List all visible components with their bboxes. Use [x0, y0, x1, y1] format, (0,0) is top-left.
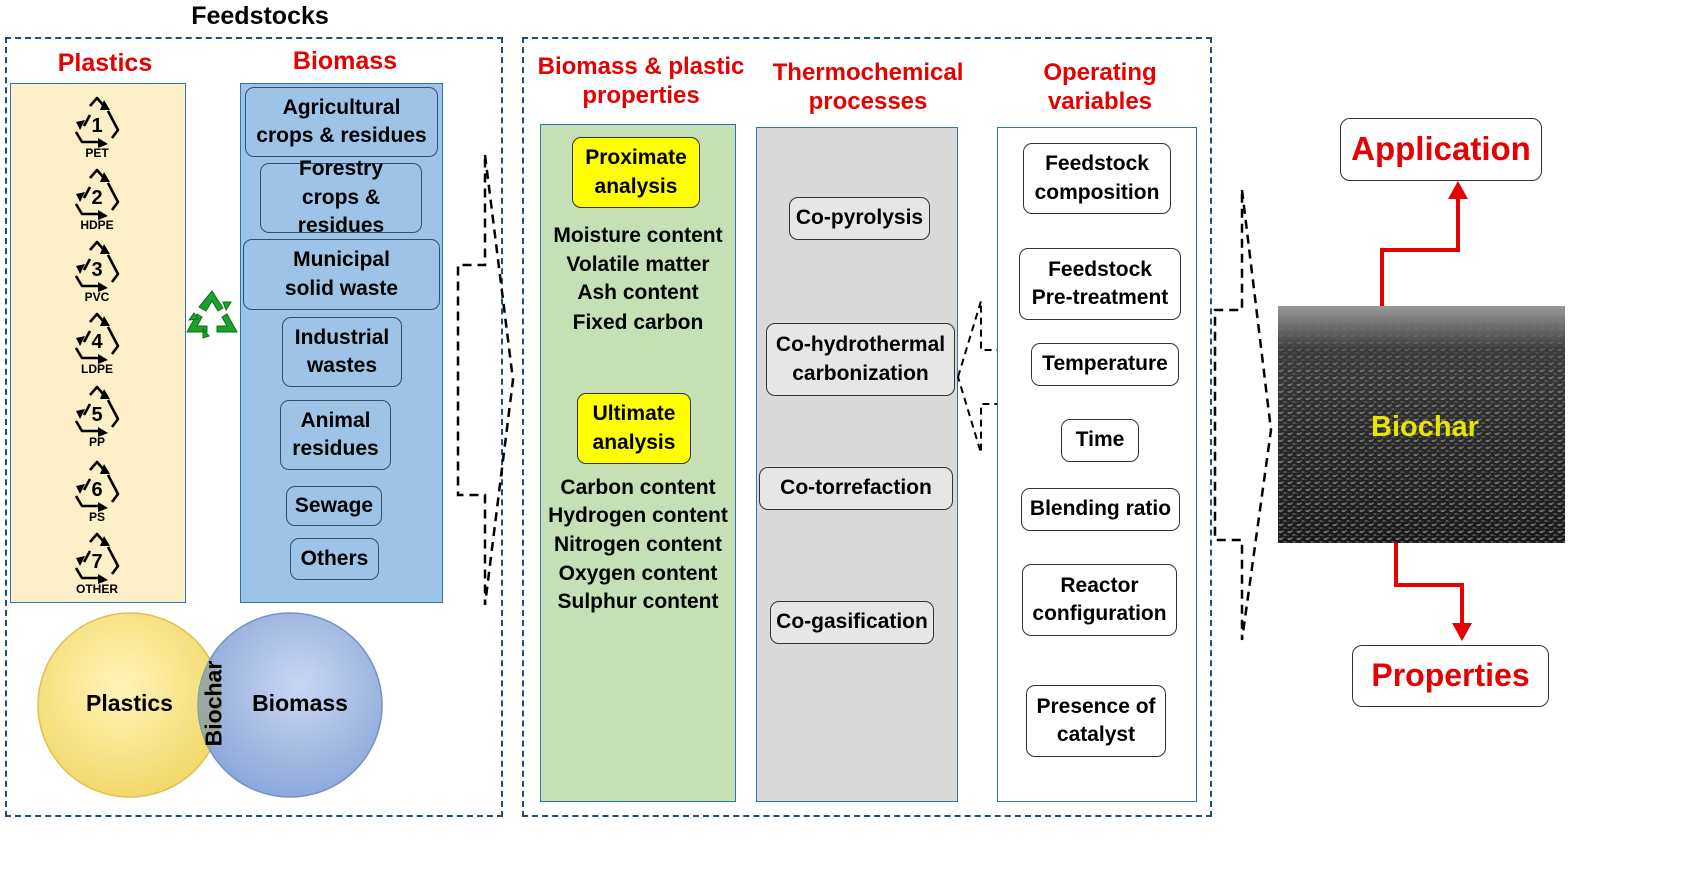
output-arrows [1380, 181, 1472, 641]
biomass-item-forestry: Forestry crops & residues [260, 157, 422, 237]
variables-header: Operating variables [1043, 59, 1157, 116]
proximate-item: Ash content [577, 281, 699, 304]
feedstocks-title: Feedstocks [191, 2, 329, 30]
variable-presence-of-catalyst: Presence of catalyst [1026, 685, 1166, 757]
plastic-code-label: PS [88, 510, 105, 524]
biomass-item-others: Others [290, 538, 379, 580]
venn-diagram [37, 612, 383, 798]
plastic-code-label: LDPE [80, 362, 113, 376]
biomass-item-municipal: Municipal solid waste [243, 239, 440, 310]
ultimate-items: Carbon content Hydrogen content Nitrogen… [540, 473, 736, 615]
plastic-code-label: PET [85, 146, 109, 160]
chevron-arrow-1-icon [456, 154, 515, 606]
properties-header: Biomass & plastic properties [537, 53, 745, 110]
recycle-triangle-icon: 2 [74, 168, 120, 220]
venn-plastics-label: Plastics [86, 690, 173, 716]
plastics-header: Plastics [57, 49, 153, 77]
variable-blending-ratio: Blending ratio [1021, 488, 1180, 531]
plastic-code-label: HDPE [80, 218, 114, 232]
plastic-code-label: PVC [84, 290, 110, 304]
recycle-number: 5 [91, 404, 102, 426]
proximate-item: Volatile matter [566, 253, 710, 276]
application-label: Application [1351, 130, 1531, 168]
chevron-arrow-left-icon [956, 300, 1003, 454]
variable-reactor-configuration: Reactor configuration [1022, 564, 1177, 636]
biomass-item-animal: Animal residues [280, 400, 391, 470]
biomass-item-sewage: Sewage [286, 486, 382, 526]
proximate-item: Fixed carbon [572, 311, 704, 334]
variable-feedstock-composition: Feedstock composition [1023, 143, 1171, 214]
biomass-item-agricultural: Agricultural crops & residues [245, 87, 438, 157]
biomass-item-industrial: Industrial wastes [282, 317, 402, 387]
ultimate-item: Carbon content [560, 476, 716, 499]
variable-time: Time [1061, 419, 1139, 462]
recycle-triangle-icon: 3 [74, 240, 120, 292]
proximate-analysis-box: Proximate analysis [572, 137, 700, 208]
biomass-header: Biomass [292, 47, 398, 75]
ultimate-item: Nitrogen content [554, 533, 722, 556]
ultimate-item: Sulphur content [557, 590, 719, 613]
process-co-torrefaction: Co-torrefaction [759, 467, 953, 510]
proximate-items: Moisture content Volatile matter Ash con… [540, 220, 736, 338]
biochar-image [1278, 306, 1565, 543]
recycle-triangle-icon: 4 [74, 312, 120, 364]
variable-temperature: Temperature [1031, 343, 1179, 386]
recycle-number: 1 [91, 115, 102, 137]
properties-label: Properties [1371, 657, 1530, 694]
ultimate-item: Hydrogen content [548, 504, 728, 527]
recycle-number: 7 [91, 551, 102, 573]
process-co-gasification: Co-gasification [770, 601, 934, 644]
processes-header: Thermochemical processes [772, 59, 964, 116]
variable-feedstock-pretreatment: Feedstock Pre-treatment [1019, 248, 1181, 320]
ultimate-analysis-box: Ultimate analysis [577, 393, 691, 464]
plastic-code-label: PP [88, 435, 105, 449]
recycle-number: 3 [91, 259, 102, 281]
venn-biochar-label: Biochar [200, 660, 227, 747]
recycle-triangle-icon: 6 [74, 460, 120, 512]
recycle-number: 2 [91, 187, 102, 209]
proximate-item: Moisture content [553, 224, 723, 247]
recycle-number: 6 [91, 479, 102, 501]
recycle-triangle-icon: 7 [74, 532, 120, 584]
plastic-code-label: OTHER [76, 582, 118, 596]
recycle-triangle-icon: 1 [74, 96, 120, 148]
venn-biomass-label: Biomass [252, 690, 348, 716]
properties-box: Properties [1352, 645, 1549, 707]
biochar-label: Biochar [1371, 411, 1479, 443]
recycle-triangle-icon: 5 [74, 385, 120, 437]
recycle-icon [186, 290, 238, 339]
application-box: Application [1340, 118, 1542, 181]
ultimate-item: Oxygen content [558, 562, 718, 585]
process-frame [522, 37, 1212, 817]
feedstocks-frame [5, 37, 503, 817]
process-co-pyrolysis: Co-pyrolysis [789, 197, 930, 240]
process-co-htc: Co-hydrothermal carbonization [766, 323, 955, 396]
recycle-number: 4 [91, 331, 103, 353]
chevron-arrow-2-icon [1213, 189, 1273, 641]
